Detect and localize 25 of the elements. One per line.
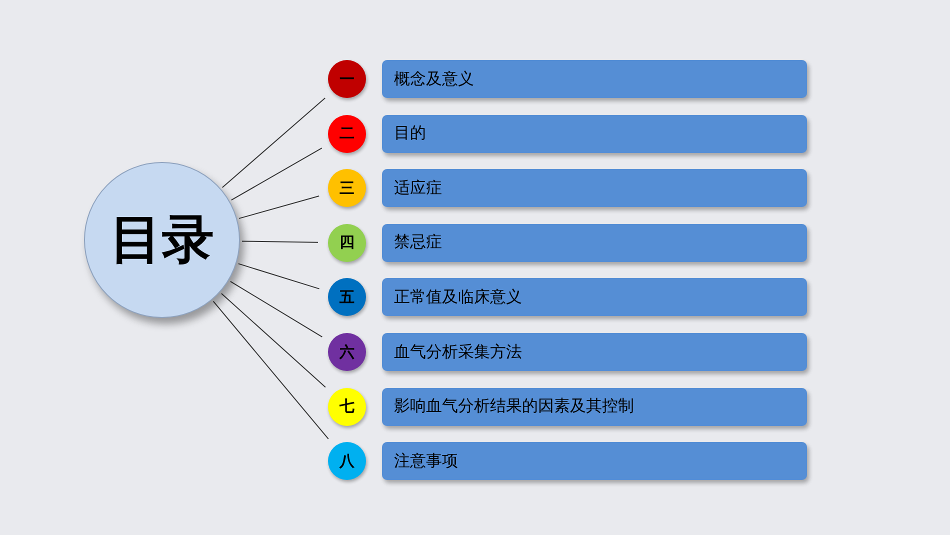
number-circle: 五	[328, 278, 366, 316]
connector-line	[212, 300, 329, 440]
number-circle: 一	[328, 60, 366, 98]
topic-bar: 禁忌症	[382, 224, 807, 262]
connector-line	[242, 240, 318, 243]
title-circle: 目录	[84, 162, 240, 318]
number-circle: 三	[328, 169, 366, 208]
connector-line	[220, 293, 326, 388]
topic-bar: 影响血气分析结果的因素及其控制	[382, 388, 807, 426]
connector-line	[230, 280, 323, 338]
number-circle: 七	[328, 388, 366, 426]
connector-line	[230, 148, 322, 201]
topic-bar: 注意事项	[382, 442, 807, 480]
number-circle: 四	[328, 224, 366, 262]
number-circle: 八	[328, 442, 366, 480]
topic-bar: 目的	[382, 114, 807, 153]
topic-bar: 血气分析采集方法	[382, 333, 807, 371]
number-circle: 二	[328, 114, 366, 153]
topic-bar: 正常值及临床意义	[382, 278, 807, 316]
connector-line	[222, 98, 326, 188]
connector-line	[238, 196, 320, 219]
topic-bar: 适应症	[382, 169, 807, 208]
number-circle: 六	[328, 333, 366, 371]
connector-line	[238, 263, 320, 290]
topic-bar: 概念及意义	[382, 60, 807, 98]
